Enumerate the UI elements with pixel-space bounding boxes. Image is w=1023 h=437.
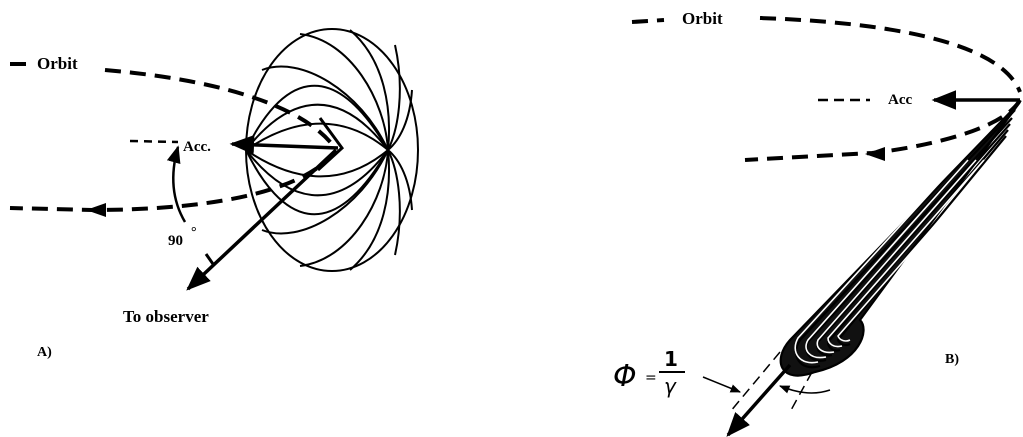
equals-sign: = xyxy=(645,370,657,386)
dipole-radiation-lobe xyxy=(245,28,419,272)
orbit-path-lower xyxy=(9,150,337,213)
orbit-path-upper-b xyxy=(631,16,1022,93)
orbit-label-a: Orbit xyxy=(37,54,78,73)
electron-vertex xyxy=(316,117,345,172)
phi-pointer-right xyxy=(779,385,831,394)
observer-arrow-b xyxy=(726,363,792,437)
orbit-direction-arrowhead-b xyxy=(865,147,885,161)
panel-label-b: B) xyxy=(945,352,959,367)
acc-label-b: Acc xyxy=(888,92,912,108)
angle-arc xyxy=(166,145,187,223)
beamed-radiation-lobe xyxy=(779,101,1021,377)
panel-b: Orbit Acc B) Φ = 1 γ xyxy=(613,9,1022,437)
fraction-numerator: 1 xyxy=(664,347,678,371)
observer-label: To observer xyxy=(123,307,209,326)
panel-a: Orbit Acc. 90 ° To observer A) xyxy=(9,28,419,360)
orbit-label-b: Orbit xyxy=(682,9,723,28)
phi-pointer-left xyxy=(702,376,741,393)
orbit-direction-arrowhead xyxy=(86,203,106,217)
angle-formula: Φ = 1 γ xyxy=(613,347,685,398)
angle-label: 90 xyxy=(168,233,183,249)
cone-boundary-left xyxy=(729,351,781,413)
fraction-denominator: γ xyxy=(664,374,677,398)
angle-tick xyxy=(204,253,215,265)
orbit-path-upper xyxy=(10,62,337,150)
phi-symbol: Φ xyxy=(613,359,637,394)
acc-reference-line xyxy=(129,139,179,144)
beam-inner-lines xyxy=(794,159,993,364)
observer-arrow xyxy=(186,148,338,291)
degree-mark: ° xyxy=(191,225,197,240)
acceleration-arrow xyxy=(229,135,339,155)
acc-label-a: Acc. xyxy=(183,139,211,155)
panel-label-a: A) xyxy=(37,345,52,360)
